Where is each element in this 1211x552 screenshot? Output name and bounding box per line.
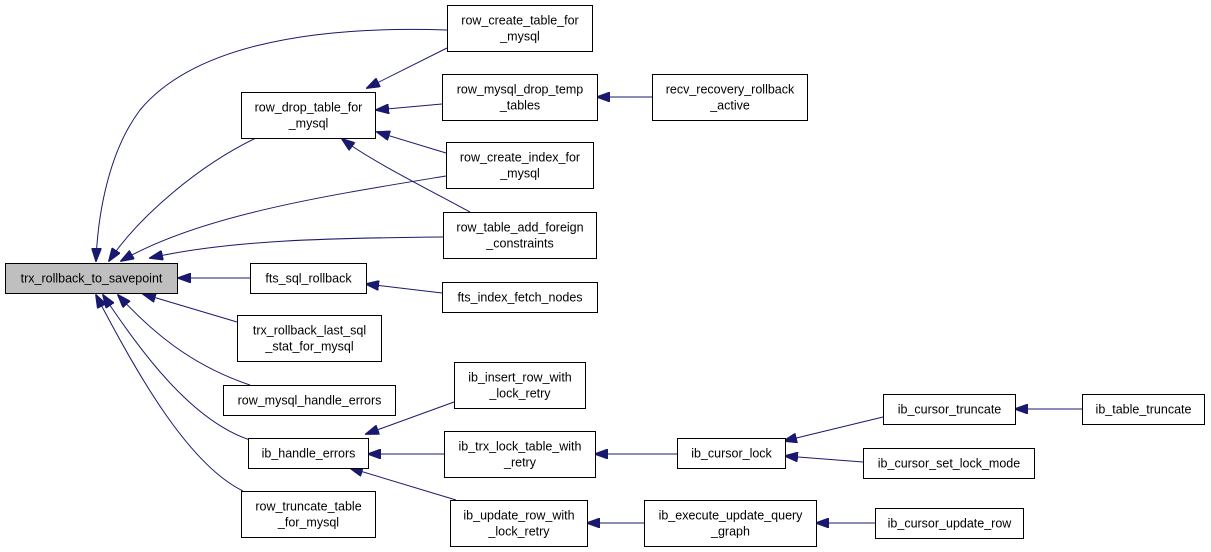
- node-box: [444, 431, 596, 478]
- node-box: [442, 74, 598, 121]
- node-label: ib_cursor_truncate: [898, 403, 1002, 417]
- node-fts_sql_rollback[interactable]: fts_sql_rollback: [250, 263, 367, 294]
- node-label: fts_index_fetch_nodes: [457, 291, 582, 305]
- node-box: [875, 508, 1024, 539]
- node-label: ib_cursor_lock: [691, 447, 772, 461]
- node-label: ib_execute_update_query: [659, 509, 804, 523]
- edge-row_table_add_foreign_constraints-to-trx_rollback_to_savepoint: [150, 236, 444, 258]
- node-label: row_table_add_foreign: [456, 221, 583, 235]
- node-box: [644, 500, 817, 547]
- node-label: recv_recovery_rollback: [666, 83, 795, 97]
- edges-layer: [96, 28, 1082, 523]
- node-ib_insert_row_with_lock_retry[interactable]: ib_insert_row_with _lock_retry: [454, 362, 586, 409]
- node-ib_handle_errors[interactable]: ib_handle_errors: [248, 438, 369, 469]
- node-box: [248, 438, 369, 469]
- node-label: ib_update_row_with: [463, 509, 574, 523]
- node-label: ib_cursor_update_row: [888, 517, 1013, 531]
- node-box: [450, 500, 588, 547]
- node-label: trx_rollback_to_savepoint: [21, 272, 163, 286]
- node-box: [443, 212, 597, 259]
- edge-row_create_index_for_mysql-to-row_drop_table_for_mysql: [377, 132, 447, 154]
- node-label: _mysql: [499, 30, 540, 44]
- node-label: row_create_table_for: [461, 14, 578, 28]
- node-recv_recovery_rollback_active[interactable]: recv_recovery_rollback _active: [652, 74, 808, 121]
- edge-ib_cursor_set_lock_mode-to-ib_cursor_lock: [785, 456, 864, 463]
- node-label: _for_mysql: [277, 516, 339, 530]
- node-ib_cursor_lock[interactable]: ib_cursor_lock: [677, 438, 786, 469]
- edge-row_mysql_handle_errors-to-trx_rollback_to_savepoint: [118, 295, 251, 386]
- edge-row_truncate_table_for_mysql-to-trx_rollback_to_savepoint: [96, 295, 244, 492]
- node-box: [237, 315, 382, 362]
- node-fts_index_fetch_nodes[interactable]: fts_index_fetch_nodes: [442, 282, 598, 313]
- node-ib_table_truncate[interactable]: ib_table_truncate: [1082, 394, 1205, 425]
- edge-ib_update_row_with_lock_retry-to-ib_handle_errors: [350, 468, 457, 501]
- node-label: _lock_retry: [487, 525, 550, 539]
- node-trx_rollback_to_savepoint[interactable]: trx_rollback_to_savepoint: [5, 263, 178, 294]
- edge-row_drop_table_for_mysql-to-trx_rollback_to_savepoint: [109, 137, 257, 261]
- node-label: _constraints: [485, 237, 553, 251]
- node-row_create_table_for_mysql[interactable]: row_create_table_for _mysql: [447, 5, 593, 52]
- edge-ib_insert_row_with_lock_retry-to-ib_handle_errors: [366, 401, 455, 434]
- edge-row_mysql_drop_temp_tables-to-row_drop_table_for_mysql: [376, 103, 443, 110]
- node-label: _graph: [710, 525, 750, 539]
- node-row_table_add_foreign_constraints[interactable]: row_table_add_foreign _constraints: [443, 212, 597, 259]
- node-trx_rollback_last_sql_stat_for_mysql[interactable]: trx_rollback_last_sql _stat_for_mysql: [237, 315, 382, 362]
- node-box: [241, 491, 376, 538]
- node-label: _lock_retry: [488, 387, 551, 401]
- node-label: trx_rollback_last_sql: [253, 324, 366, 338]
- nodes-layer: trx_rollback_to_savepoint row_drop_table_…: [5, 5, 1205, 547]
- node-box: [5, 263, 178, 294]
- node-label: row_drop_table_for: [255, 101, 363, 115]
- node-row_mysql_handle_errors[interactable]: row_mysql_handle_errors: [223, 385, 396, 416]
- node-ib_execute_update_query_graph[interactable]: ib_execute_update_query _graph: [644, 500, 817, 547]
- node-label: _mysql: [499, 167, 540, 181]
- node-label: row_mysql_drop_temp: [457, 83, 583, 97]
- node-box: [454, 362, 586, 409]
- edge-row_create_index_for_mysql-to-trx_rollback_to_savepoint: [121, 175, 447, 261]
- node-box: [442, 282, 598, 313]
- node-ib_trx_lock_table_with_retry[interactable]: ib_trx_lock_table_with _retry: [444, 431, 596, 478]
- node-row_create_index_for_mysql[interactable]: row_create_index_for _mysql: [446, 142, 594, 189]
- node-ib_cursor_set_lock_mode[interactable]: ib_cursor_set_lock_mode: [863, 448, 1035, 479]
- node-label: row_create_index_for: [460, 151, 580, 165]
- node-label: _stat_for_mysql: [264, 340, 353, 354]
- node-box: [446, 142, 594, 189]
- node-label: _active: [709, 99, 750, 113]
- node-box: [250, 263, 367, 294]
- edge-fts_index_fetch_nodes-to-fts_sql_rollback: [366, 284, 443, 294]
- edge-row_table_add_foreign_constraints-to-row_drop_table_for_mysql: [342, 139, 471, 213]
- edge-trx_rollback_last_sql_stat_for_mysql-to-trx_rollback_to_savepoint: [143, 294, 238, 323]
- node-label: ib_cursor_set_lock_mode: [878, 457, 1020, 471]
- node-label: _mysql: [288, 117, 329, 131]
- edge-ib_cursor_truncate-to-ib_cursor_lock: [784, 416, 884, 441]
- node-label: ib_handle_errors: [262, 447, 356, 461]
- node-label: _tables: [499, 99, 540, 113]
- node-label: row_truncate_table: [255, 500, 361, 514]
- node-label: ib_insert_row_with: [468, 371, 572, 385]
- edge-row_create_table_for_mysql-to-trx_rollback_to_savepoint: [96, 28, 448, 261]
- node-ib_update_row_with_lock_retry[interactable]: ib_update_row_with _lock_retry: [450, 500, 588, 547]
- node-ib_cursor_truncate[interactable]: ib_cursor_truncate: [883, 394, 1016, 425]
- node-ib_cursor_update_row[interactable]: ib_cursor_update_row: [875, 508, 1024, 539]
- node-box: [1082, 394, 1205, 425]
- node-row_drop_table_for_mysql[interactable]: row_drop_table_for _mysql: [241, 92, 376, 139]
- node-label: row_mysql_handle_errors: [238, 394, 382, 408]
- node-box: [863, 448, 1035, 479]
- edge-ib_handle_errors-to-trx_rollback_to_savepoint: [103, 295, 251, 441]
- node-label: ib_table_truncate: [1096, 403, 1192, 417]
- edge-row_create_table_for_mysql-to-row_drop_table_for_mysql: [367, 47, 448, 88]
- node-box: [883, 394, 1016, 425]
- node-label: ib_trx_lock_table_with: [459, 440, 582, 454]
- node-box: [652, 74, 808, 121]
- node-box: [241, 92, 376, 139]
- node-label: _retry: [503, 456, 537, 470]
- node-box: [223, 385, 396, 416]
- node-label: fts_sql_rollback: [265, 272, 352, 286]
- node-box: [447, 5, 593, 52]
- node-row_truncate_table_for_mysql[interactable]: row_truncate_table _for_mysql: [241, 491, 376, 538]
- node-row_mysql_drop_temp_tables[interactable]: row_mysql_drop_temp _tables: [442, 74, 598, 121]
- node-box: [677, 438, 786, 469]
